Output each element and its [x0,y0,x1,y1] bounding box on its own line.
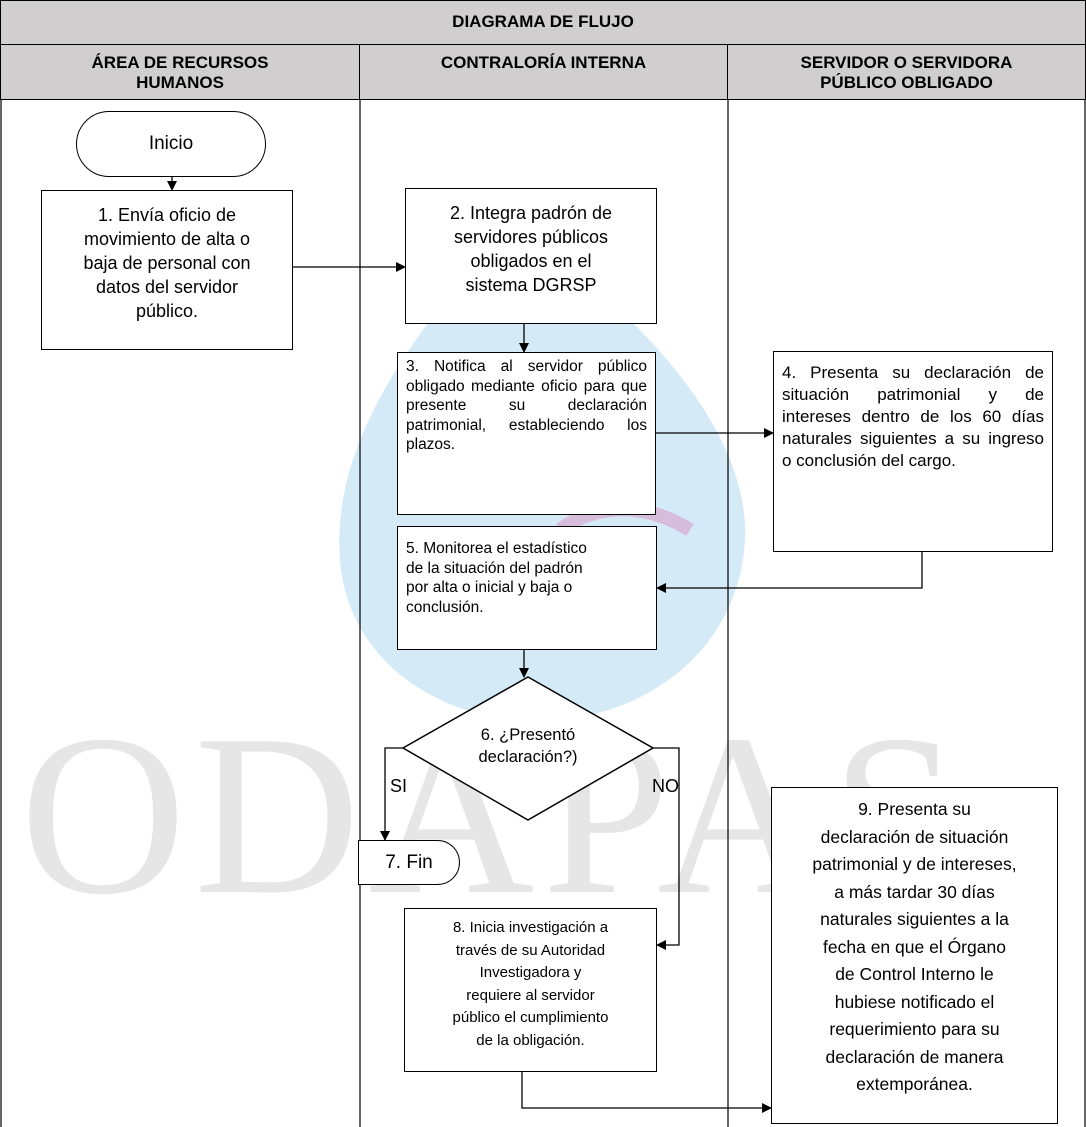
decision-diamond [401,676,655,821]
diagram-title: DIAGRAMA DE FLUJO [0,0,1086,45]
arrow-4-to-5 [656,552,923,593]
decision-label: 6. ¿Presentó declaración?) [478,726,578,766]
step-1-box: 1. Envía oficio de movimiento de alta o … [41,190,293,350]
lane-header-contraloria: CONTRALORÍA INTERNA [360,45,728,100]
step-8-box: 8. Inicia investigación a través de su A… [404,908,657,1072]
branch-no-label: NO [652,776,679,796]
step-3-box: 3. Notifica al servidor público obligado… [397,352,656,515]
arrow-8-to-9 [521,1072,772,1113]
lane-header-hr: ÁREA DE RECURSOS HUMANOS [0,45,360,100]
lane-header-servidor: SERVIDOR O SERVIDORA PÚBLICO OBLIGADO [728,45,1086,100]
start-terminal: Inicio [76,111,266,177]
branch-yes-label: SI [390,776,408,796]
step-5-box: 5. Monitorea el estadístico de la situac… [397,526,657,650]
end-terminal: 7. Fin [358,840,460,885]
step-2-box: 2. Integra padrón de servidores públicos… [405,188,657,324]
step-9-box: 9. Presenta su declaración de situación … [771,787,1058,1124]
arrow-6-yes-to-7 [380,747,405,841]
step-4-box: 4. Presenta su declaración de situación … [773,351,1053,552]
arrow-6-no-to-8 [653,747,680,950]
